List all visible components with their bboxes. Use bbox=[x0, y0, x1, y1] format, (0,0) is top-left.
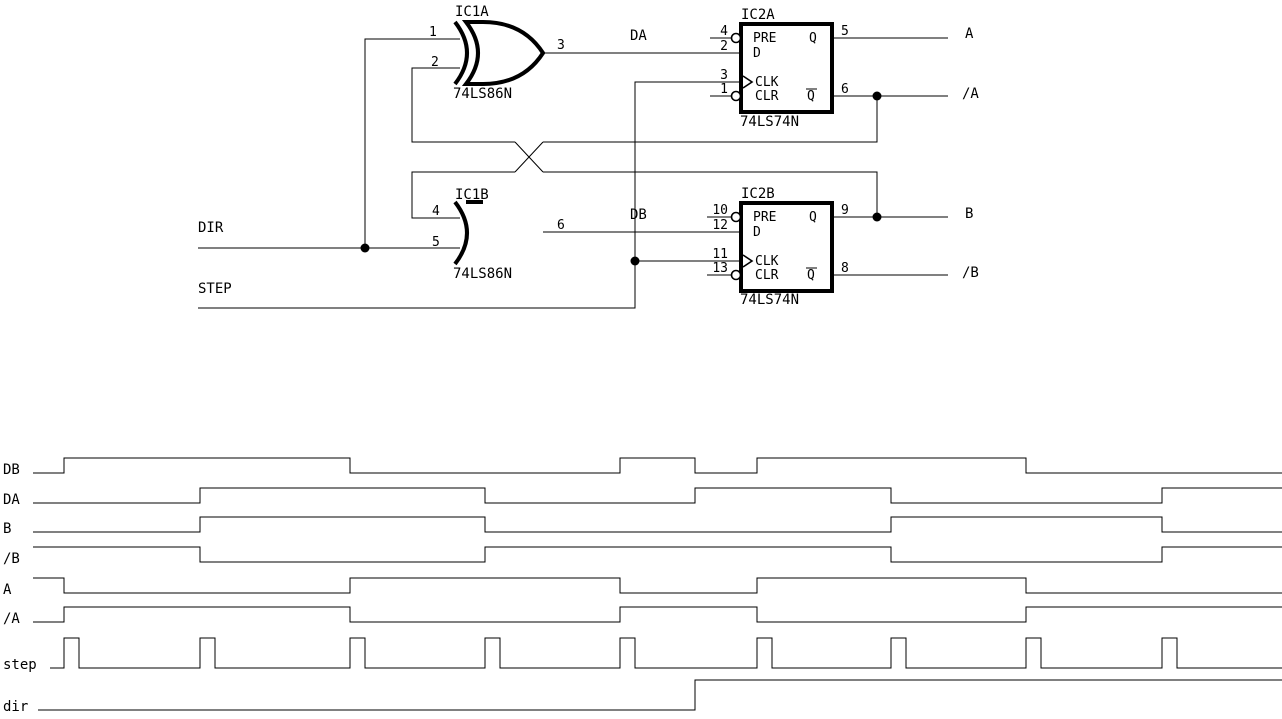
inversion-bubble-icon bbox=[730, 32, 742, 44]
wire-ic1b-in1 bbox=[411, 171, 515, 219]
net-label-db: DB bbox=[630, 207, 647, 223]
junction-dot bbox=[872, 91, 882, 101]
ic2b-pin-pre: 10 bbox=[712, 203, 728, 218]
ic2a-label-pre: PRE bbox=[753, 31, 776, 46]
inversion-bubble-icon bbox=[730, 90, 742, 102]
input-label-step: STEP bbox=[198, 281, 232, 297]
ic2a-pin-d: 2 bbox=[720, 39, 728, 54]
ic1b-pin-in1: 4 bbox=[432, 204, 440, 219]
timing-label-DA: DA bbox=[3, 492, 20, 508]
junction-dot bbox=[630, 256, 640, 266]
timing-label-/B: /B bbox=[3, 551, 20, 567]
ic2a-pin-q: 5 bbox=[841, 24, 849, 39]
ic2a-label-clk: CLK bbox=[755, 75, 779, 90]
ic2b-label-clk: CLK bbox=[755, 254, 779, 269]
flipflop-body-ic2b bbox=[739, 201, 834, 293]
ic2b-label-q: Q bbox=[809, 210, 817, 225]
timing-diagram: DB DA B/B A/A step dir bbox=[3, 457, 1282, 715]
ic1a-pin-out: 3 bbox=[557, 38, 565, 53]
timing-label-/A: /A bbox=[3, 611, 20, 627]
ic2a-pin-qbar: 6 bbox=[841, 82, 849, 97]
timing-label-DB: DB bbox=[3, 462, 20, 478]
ic1a-pin-in1: 1 bbox=[429, 25, 437, 40]
timing-label-step: step bbox=[3, 657, 37, 673]
ic2a-pin-clr: 1 bbox=[720, 82, 728, 97]
ic2b-pin-clk: 11 bbox=[712, 247, 728, 262]
ic2b-pin-qbar: 8 bbox=[841, 261, 849, 276]
flipflop-body-ic2a bbox=[739, 22, 834, 114]
ic2a-pin-clk: 3 bbox=[720, 68, 728, 83]
ic2b-label-pre: PRE bbox=[753, 210, 776, 225]
ic1b-ref-label: IC1B bbox=[455, 187, 489, 203]
ic2a-ref-label: IC2A bbox=[741, 7, 775, 23]
inversion-bubble-icon bbox=[730, 269, 742, 281]
wire-feedback-b bbox=[543, 171, 878, 217]
ic2b-label-qbar: Q bbox=[807, 268, 815, 283]
waveform-/B bbox=[33, 546, 1282, 563]
ic1b-pin-in2: 5 bbox=[432, 235, 440, 250]
ic2b-label-d: D bbox=[753, 225, 761, 240]
ic1a-ref-label: IC1A bbox=[455, 4, 489, 20]
wire-dir-to-ic1a-in1 bbox=[364, 38, 460, 248]
xor-gate-ic1b bbox=[453, 200, 483, 266]
input-label-dir: DIR bbox=[198, 220, 224, 236]
waveform-DA bbox=[33, 487, 1282, 504]
schematic-wires bbox=[198, 37, 948, 309]
ic2a-label-d: D bbox=[753, 46, 761, 61]
ic1b-pin-out: 6 bbox=[557, 218, 565, 233]
timing-label-A: A bbox=[3, 582, 12, 598]
waveform-B bbox=[33, 516, 1282, 533]
ic2b-pin-clr: 13 bbox=[712, 261, 728, 276]
output-label-a-inv: /A bbox=[962, 86, 979, 102]
waveform-DB bbox=[33, 457, 1282, 474]
wire-step-to-clk-a bbox=[198, 81, 741, 309]
ic2b-part-label: 74LS74N bbox=[740, 292, 799, 308]
xor-gate-shape bbox=[461, 20, 546, 86]
ic2a-label-qbar: Q bbox=[807, 89, 815, 104]
clock-edge-marker-icon bbox=[742, 254, 754, 268]
ic1b-part-label: 74LS86N bbox=[453, 266, 512, 282]
junction-dot bbox=[360, 243, 370, 253]
wire-cross-diagonal-2 bbox=[514, 141, 544, 173]
timing-label-dir: dir bbox=[3, 699, 28, 715]
timing-label-B: B bbox=[3, 521, 11, 537]
wire-ic1a-in2 bbox=[411, 67, 515, 143]
junction-dot bbox=[872, 212, 882, 222]
ic2b-label-clr: CLR bbox=[755, 268, 779, 283]
xor-lead-arc bbox=[453, 20, 469, 86]
ic1a-pin-in2: 2 bbox=[431, 55, 439, 70]
ic2a-part-label: 74LS74N bbox=[740, 114, 799, 130]
ic2a-pin-pre: 4 bbox=[720, 24, 728, 39]
wire-feedback-a-inv bbox=[543, 96, 878, 143]
ic2b-pin-d: 12 bbox=[712, 218, 728, 233]
output-label-a: A bbox=[965, 26, 974, 42]
clock-edge-marker-icon bbox=[742, 75, 754, 89]
net-label-da: DA bbox=[630, 28, 647, 44]
waveform-A bbox=[33, 577, 1282, 594]
ic2b-pin-q: 9 bbox=[841, 203, 849, 218]
xor-lead-arc bbox=[453, 200, 469, 266]
waveform-/A bbox=[33, 606, 1282, 623]
output-label-b-inv: /B bbox=[962, 265, 979, 281]
xor-gate-ic1a bbox=[453, 20, 546, 86]
ic2a-label-clr: CLR bbox=[755, 89, 779, 104]
inversion-bubble-icon bbox=[730, 211, 742, 223]
waveform-dir bbox=[38, 679, 1282, 711]
waveform-step bbox=[50, 637, 1282, 669]
ic1a-part-label: 74LS86N bbox=[453, 86, 512, 102]
ic2a-label-q: Q bbox=[809, 31, 817, 46]
ic2b-ref-label: IC2B bbox=[741, 186, 775, 202]
output-label-b: B bbox=[965, 206, 973, 222]
